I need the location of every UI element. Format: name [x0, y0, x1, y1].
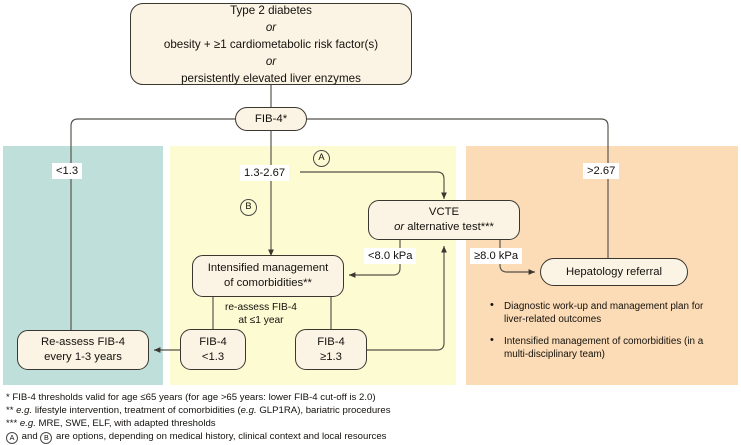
reassess-fib4-box[interactable]: Re-assess FIB-4 every 1-3 years: [17, 330, 149, 370]
edge-label-lsm-low: <8.0 kPa: [364, 248, 417, 264]
edge-label-fib4-low: <1.3: [52, 163, 83, 179]
vcte-alt-test: alternative test***: [404, 221, 494, 233]
intensified-management-box[interactable]: Intensified management of comorbidities*…: [192, 255, 344, 297]
hepatology-label: Hepatology referral: [565, 265, 663, 278]
footnote-2: ** e.g. lifestyle intervention, treatmen…: [6, 405, 566, 418]
intensified-line-1: Intensified management: [207, 262, 329, 274]
list-item: Diagnostic work-up and management plan f…: [486, 299, 726, 326]
fib4-low-line-1: FIB-4: [199, 335, 227, 348]
entry-or-1: or: [265, 20, 277, 34]
edge-label-lsm-high: ≥8.0 kPa: [470, 248, 523, 264]
footnote-3-text: MRE, SWE, ELF, with adapted thresholds: [35, 418, 216, 430]
footnote-4: A and B are options, depending on medica…: [6, 431, 566, 445]
fib4-high-result-box[interactable]: FIB-4 ≥1.3: [295, 329, 367, 370]
option-marker-a-icon: A: [313, 150, 330, 167]
footnote-2-eg-1: e.g.: [16, 405, 33, 417]
footnote-3-eg: e.g.: [19, 418, 36, 430]
high-risk-actions-list: Diagnostic work-up and management plan f…: [486, 299, 726, 370]
edge-label-reassess-interval: re-assess FIB-4 at ≤1 year: [225, 302, 297, 327]
footnote-2-marker: **: [6, 405, 14, 417]
vcte-test-box[interactable]: VCTE or alternative test***: [368, 200, 520, 240]
hepatology-referral-box[interactable]: Hepatology referral: [540, 258, 688, 286]
option-marker-a-icon-small: A: [6, 432, 18, 445]
footnote-2-eg-2: e.g.: [240, 405, 257, 417]
footnote-2-text-2: GLP1RA), bariatric procedures: [256, 405, 391, 417]
reassess-interval-line-1: re-assess FIB-4: [225, 302, 297, 313]
footnote-3: *** e.g. MRE, SWE, ELF, with adapted thr…: [6, 418, 566, 431]
footnote-2-text-1: lifestyle intervention, treatment of com…: [32, 405, 241, 417]
footnote-3-marker: ***: [6, 418, 18, 430]
fib4-test-node[interactable]: FIB-4*: [235, 107, 307, 131]
vcte-line-2: or alternative test***: [394, 220, 494, 235]
edge-label-fib4-intermediate: 1.3-2.67: [240, 165, 290, 181]
reassess-line-1: Re-assess FIB-4: [40, 336, 126, 348]
fib4-low-result-box[interactable]: FIB-4 <1.3: [180, 329, 246, 370]
fib4-high-line-1: FIB-4: [317, 335, 345, 348]
entry-line-3: persistently elevated liver enzymes: [181, 71, 361, 85]
option-marker-b-icon-small: B: [40, 432, 53, 445]
footnote-1: * FIB-4 thresholds valid for age ≤65 yea…: [6, 392, 376, 403]
footnote-4-conjunction: and: [19, 431, 41, 443]
fib4-label: FIB-4*: [254, 112, 288, 125]
fib4-low-line-2: <1.3: [201, 350, 225, 363]
entry-or-2: or: [265, 54, 277, 68]
reassess-line-2: every 1-3 years: [44, 351, 122, 363]
option-marker-b-icon: B: [240, 199, 257, 216]
vcte-or-italic: or: [394, 221, 405, 233]
footnotes: * FIB-4 thresholds valid for age ≤65 yea…: [6, 392, 566, 445]
fib4-high-line-2: ≥1.3: [320, 350, 342, 363]
footnote-4-text: are options, depending on medical histor…: [53, 431, 387, 443]
list-item: Intensified management of comorbidities …: [486, 334, 726, 361]
entry-line-2: obesity + ≥1 cardiometabolic risk factor…: [163, 37, 379, 51]
intensified-line-2: of comorbidities**: [224, 277, 312, 289]
edge-label-fib4-high: >2.67: [583, 163, 620, 179]
reassess-interval-line-2: at ≤1 year: [238, 314, 284, 326]
vcte-line-1: VCTE: [428, 206, 460, 218]
entry-line-1: Type 2 diabetes: [230, 3, 312, 17]
entry-criteria-box: Type 2 diabetes or obesity + ≥1 cardiome…: [130, 3, 412, 85]
